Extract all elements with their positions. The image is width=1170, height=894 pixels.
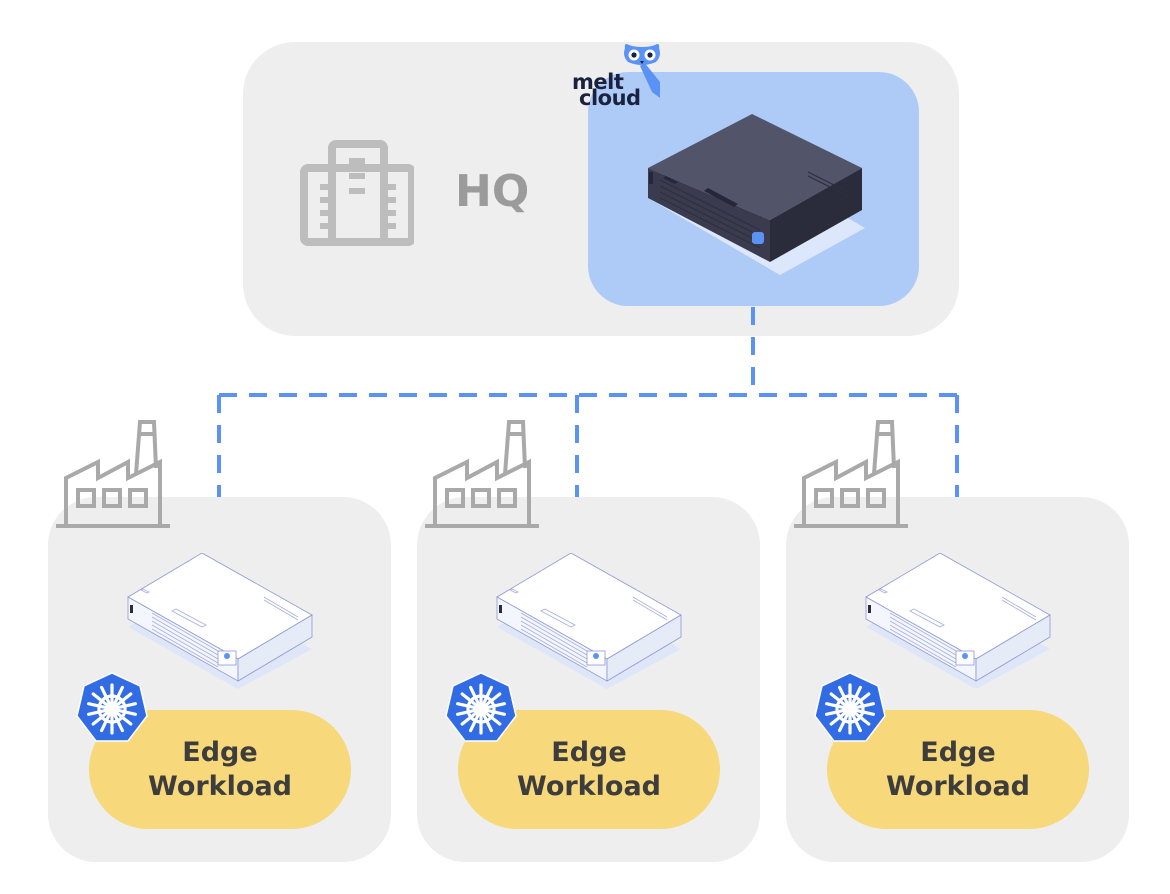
owl-icon	[624, 44, 660, 98]
workload-label-line-1: Edge	[551, 736, 627, 768]
workload-label-line-2: Workload	[886, 770, 1030, 802]
kubernetes-icon	[76, 672, 148, 742]
office-building-icon	[300, 140, 414, 246]
kubernetes-icon	[814, 672, 886, 742]
workload-label-line-1: Edge	[182, 736, 258, 768]
logo-line-1: melt	[572, 70, 624, 94]
factory-icon	[56, 420, 170, 528]
workload-label-line-1: Edge	[920, 736, 996, 768]
kubernetes-icon	[445, 672, 517, 742]
meltcloud-logo-text: melt cloud	[572, 70, 641, 110]
dark-server-appliance-icon	[648, 114, 865, 275]
server-icon	[865, 553, 1051, 689]
factory-icon	[425, 420, 539, 528]
workload-label-line-2: Workload	[148, 770, 292, 802]
hq-label: HQ	[455, 166, 530, 217]
server-icon	[496, 553, 682, 689]
server-icon	[127, 553, 313, 689]
factory-icon	[794, 420, 908, 528]
workload-label-line-2: Workload	[517, 770, 661, 802]
logo-line-2: cloud	[579, 86, 641, 110]
